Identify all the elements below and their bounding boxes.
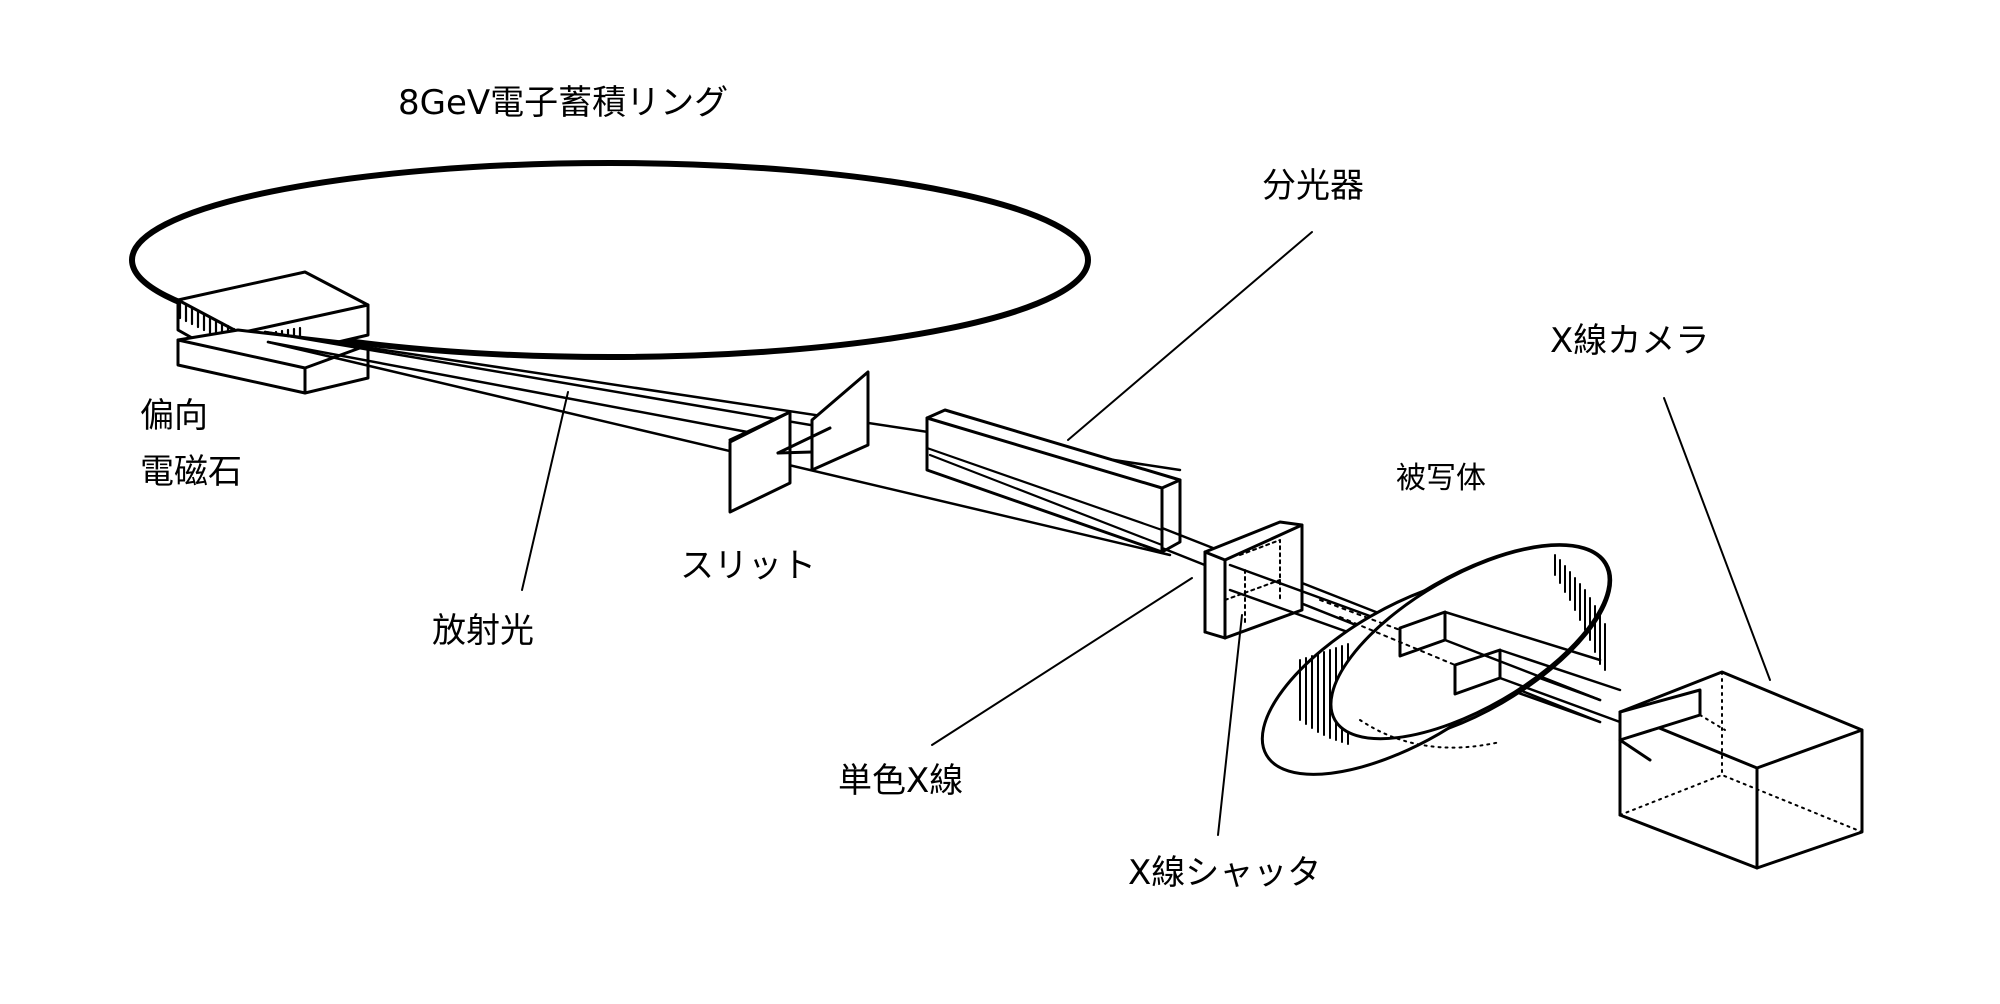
storage-ring (129, 160, 1091, 360)
monochromator-label: 分光器 (1262, 166, 1364, 206)
radiation-label: 放射光 (432, 611, 534, 651)
leader-camera (1663, 397, 1771, 681)
leader-lines (521, 231, 1771, 836)
xray-camera (1618, 670, 1864, 870)
bending-magnet-lower (176, 328, 370, 395)
slit (728, 370, 870, 514)
xray-shutter (1203, 520, 1304, 640)
leader-radiation (521, 391, 569, 591)
slit-label: スリット (680, 546, 816, 586)
leader-mono-xray (931, 577, 1193, 746)
monochromator (925, 408, 1182, 554)
leader-monochromator (1067, 231, 1313, 441)
subject-label: 被写体 (1396, 461, 1486, 496)
bending-magnet-label: 偏向 電磁石 (140, 395, 242, 493)
subject-beam-box (1319, 599, 1622, 724)
leader-shutter (1217, 614, 1243, 836)
bending-magnet-label-line1: 偏向 (140, 396, 208, 436)
xray-shutter-label: X線シャッタ (1128, 853, 1322, 893)
mono-xray-label: 単色X線 (838, 761, 964, 801)
xray-camera-label: X線カメラ (1550, 321, 1710, 361)
bending-magnet-label-line2: 電磁石 (140, 452, 242, 492)
subject-object (1260, 543, 1613, 776)
storage-ring-label: 8GeV電子蓄積リング (398, 83, 729, 123)
